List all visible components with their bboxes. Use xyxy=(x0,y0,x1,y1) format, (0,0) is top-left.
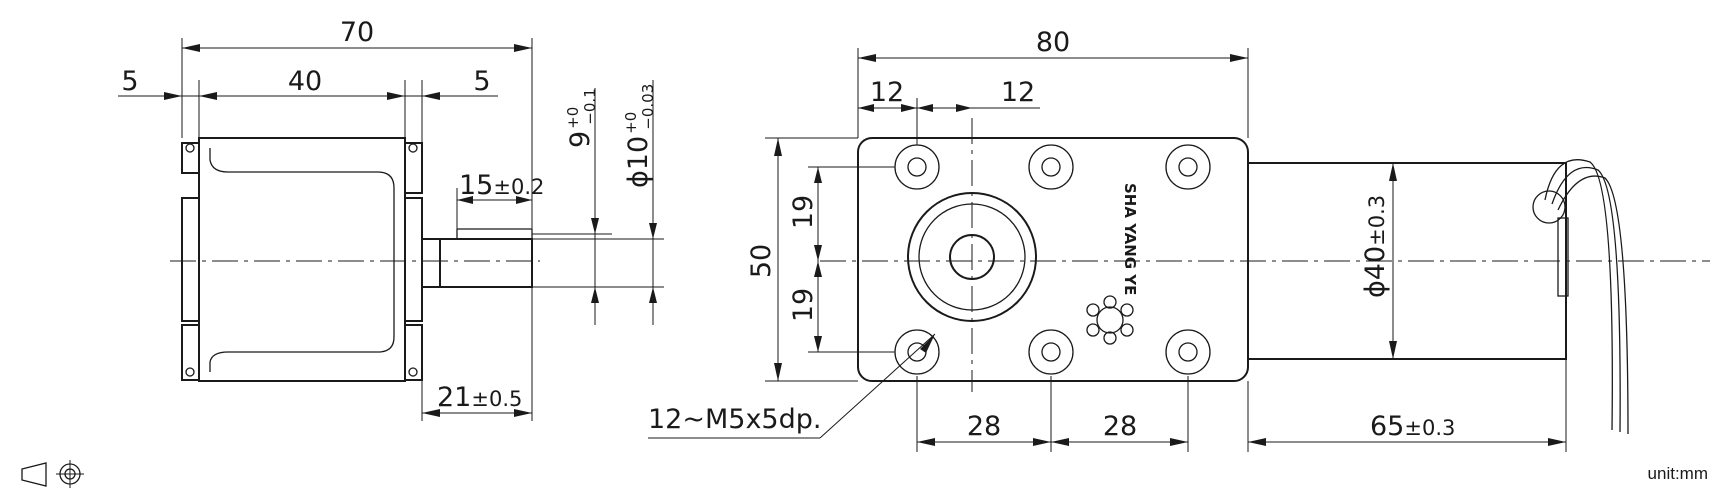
third-angle-projection-icon xyxy=(21,460,84,488)
arrow xyxy=(649,223,657,239)
arrow xyxy=(199,92,217,100)
body-contour xyxy=(209,148,395,372)
hole-inner xyxy=(907,157,927,177)
dim-shaft-diameter: ϕ10+0−0.03 xyxy=(622,84,657,188)
right-flange-bottom xyxy=(404,324,423,381)
dim-hole-spacing-2: 28 xyxy=(1103,411,1137,442)
arrow xyxy=(422,92,440,100)
arrow xyxy=(917,104,933,112)
arrow xyxy=(920,334,935,353)
arrow xyxy=(917,438,935,446)
arrow xyxy=(774,363,782,381)
arrow xyxy=(1170,438,1188,446)
arrow xyxy=(1033,438,1051,446)
dim-motor-diameter: ϕ40±0.3 xyxy=(1360,195,1391,298)
dim-flange-right: 5 xyxy=(473,66,490,97)
dim-flange-left: 5 xyxy=(121,66,138,97)
arrow xyxy=(1389,163,1397,181)
hole-inner xyxy=(1178,157,1198,177)
arrow xyxy=(814,261,822,277)
cable-grommet xyxy=(1532,190,1566,224)
arrow xyxy=(1248,438,1266,446)
arrow xyxy=(164,92,182,100)
arrow xyxy=(457,196,473,204)
hole-outer xyxy=(1165,144,1211,190)
dim-motor-length: 65±0.3 xyxy=(1370,411,1455,442)
motor: ϕ40±0.3 65±0.3 xyxy=(1247,159,1629,452)
hole-callout: 12~M5x5dp. xyxy=(648,404,821,435)
hole-inner xyxy=(1178,342,1198,362)
hole-inner xyxy=(1041,342,1061,362)
dim-plate-height: 50 xyxy=(746,244,777,278)
left-flange-top xyxy=(181,142,200,174)
mounting-plate xyxy=(857,137,1249,382)
dim-overall-length: 70 xyxy=(340,17,374,48)
dim-body-length: 40 xyxy=(288,66,322,97)
bolt-icon xyxy=(185,143,195,153)
arrow xyxy=(422,409,440,417)
side-view: 70 5 40 5 15±0.2 21±0.5 9+0−0.1 xyxy=(118,17,664,421)
arrow xyxy=(774,138,782,156)
bolt-icon xyxy=(408,367,418,377)
dim-plate-width: 80 xyxy=(1036,27,1070,58)
arrow xyxy=(956,104,972,112)
output-shaft xyxy=(439,238,533,288)
right-flange-middle xyxy=(404,197,423,322)
arrow xyxy=(814,336,822,352)
leader-line xyxy=(819,333,936,439)
arrow xyxy=(649,287,657,303)
shaft-collar xyxy=(421,238,441,288)
arrow xyxy=(858,54,876,62)
arrow xyxy=(1230,54,1248,62)
arrow xyxy=(858,104,874,112)
dim-shaft-length: 21±0.5 xyxy=(437,382,522,413)
hole-outer xyxy=(894,144,940,190)
front-view: SHA YANG YE 80 12 12 xyxy=(648,27,1710,452)
arrow xyxy=(814,245,822,261)
dim-lower-spacing: 19 xyxy=(788,288,819,322)
left-flange-bottom xyxy=(181,324,200,381)
units-label: unit:mm xyxy=(1647,464,1708,483)
arrow xyxy=(514,409,532,417)
right-flange-top xyxy=(404,142,423,194)
dim-shaft-flat: 15±0.2 xyxy=(459,170,544,201)
dim-hole-offset-left: 12 xyxy=(870,77,904,108)
arrow xyxy=(1389,341,1397,359)
gearbox-body xyxy=(198,137,406,382)
arrow xyxy=(591,287,599,303)
bolt-icon xyxy=(185,367,195,377)
hole-outer xyxy=(1028,329,1074,375)
dim-upper-spacing: 19 xyxy=(788,195,819,229)
bolt-icon xyxy=(408,143,418,153)
brand-logo-icon xyxy=(1086,295,1134,345)
arrow xyxy=(514,44,532,52)
left-flange-middle xyxy=(181,197,200,322)
dim-flat-size: 9+0−0.1 xyxy=(564,88,599,148)
arrow xyxy=(387,92,405,100)
hole-inner xyxy=(1041,157,1061,177)
arrow xyxy=(1548,438,1566,446)
dim-hole-offset-center: 12 xyxy=(1001,77,1035,108)
end-cap-tab xyxy=(1557,217,1569,297)
brand-text: SHA YANG YE xyxy=(1121,183,1139,295)
motor-leads xyxy=(1544,159,1629,435)
hole-outer xyxy=(1165,329,1211,375)
arrow xyxy=(1051,438,1069,446)
arrow xyxy=(516,196,532,204)
arrow xyxy=(901,104,917,112)
motor-body xyxy=(1247,162,1567,360)
dim-hole-spacing-1: 28 xyxy=(967,411,1001,442)
mounting-holes xyxy=(894,144,1211,375)
arrow xyxy=(182,44,200,52)
arrow xyxy=(814,167,822,183)
hole-outer xyxy=(1028,144,1074,190)
arrow xyxy=(591,218,599,234)
